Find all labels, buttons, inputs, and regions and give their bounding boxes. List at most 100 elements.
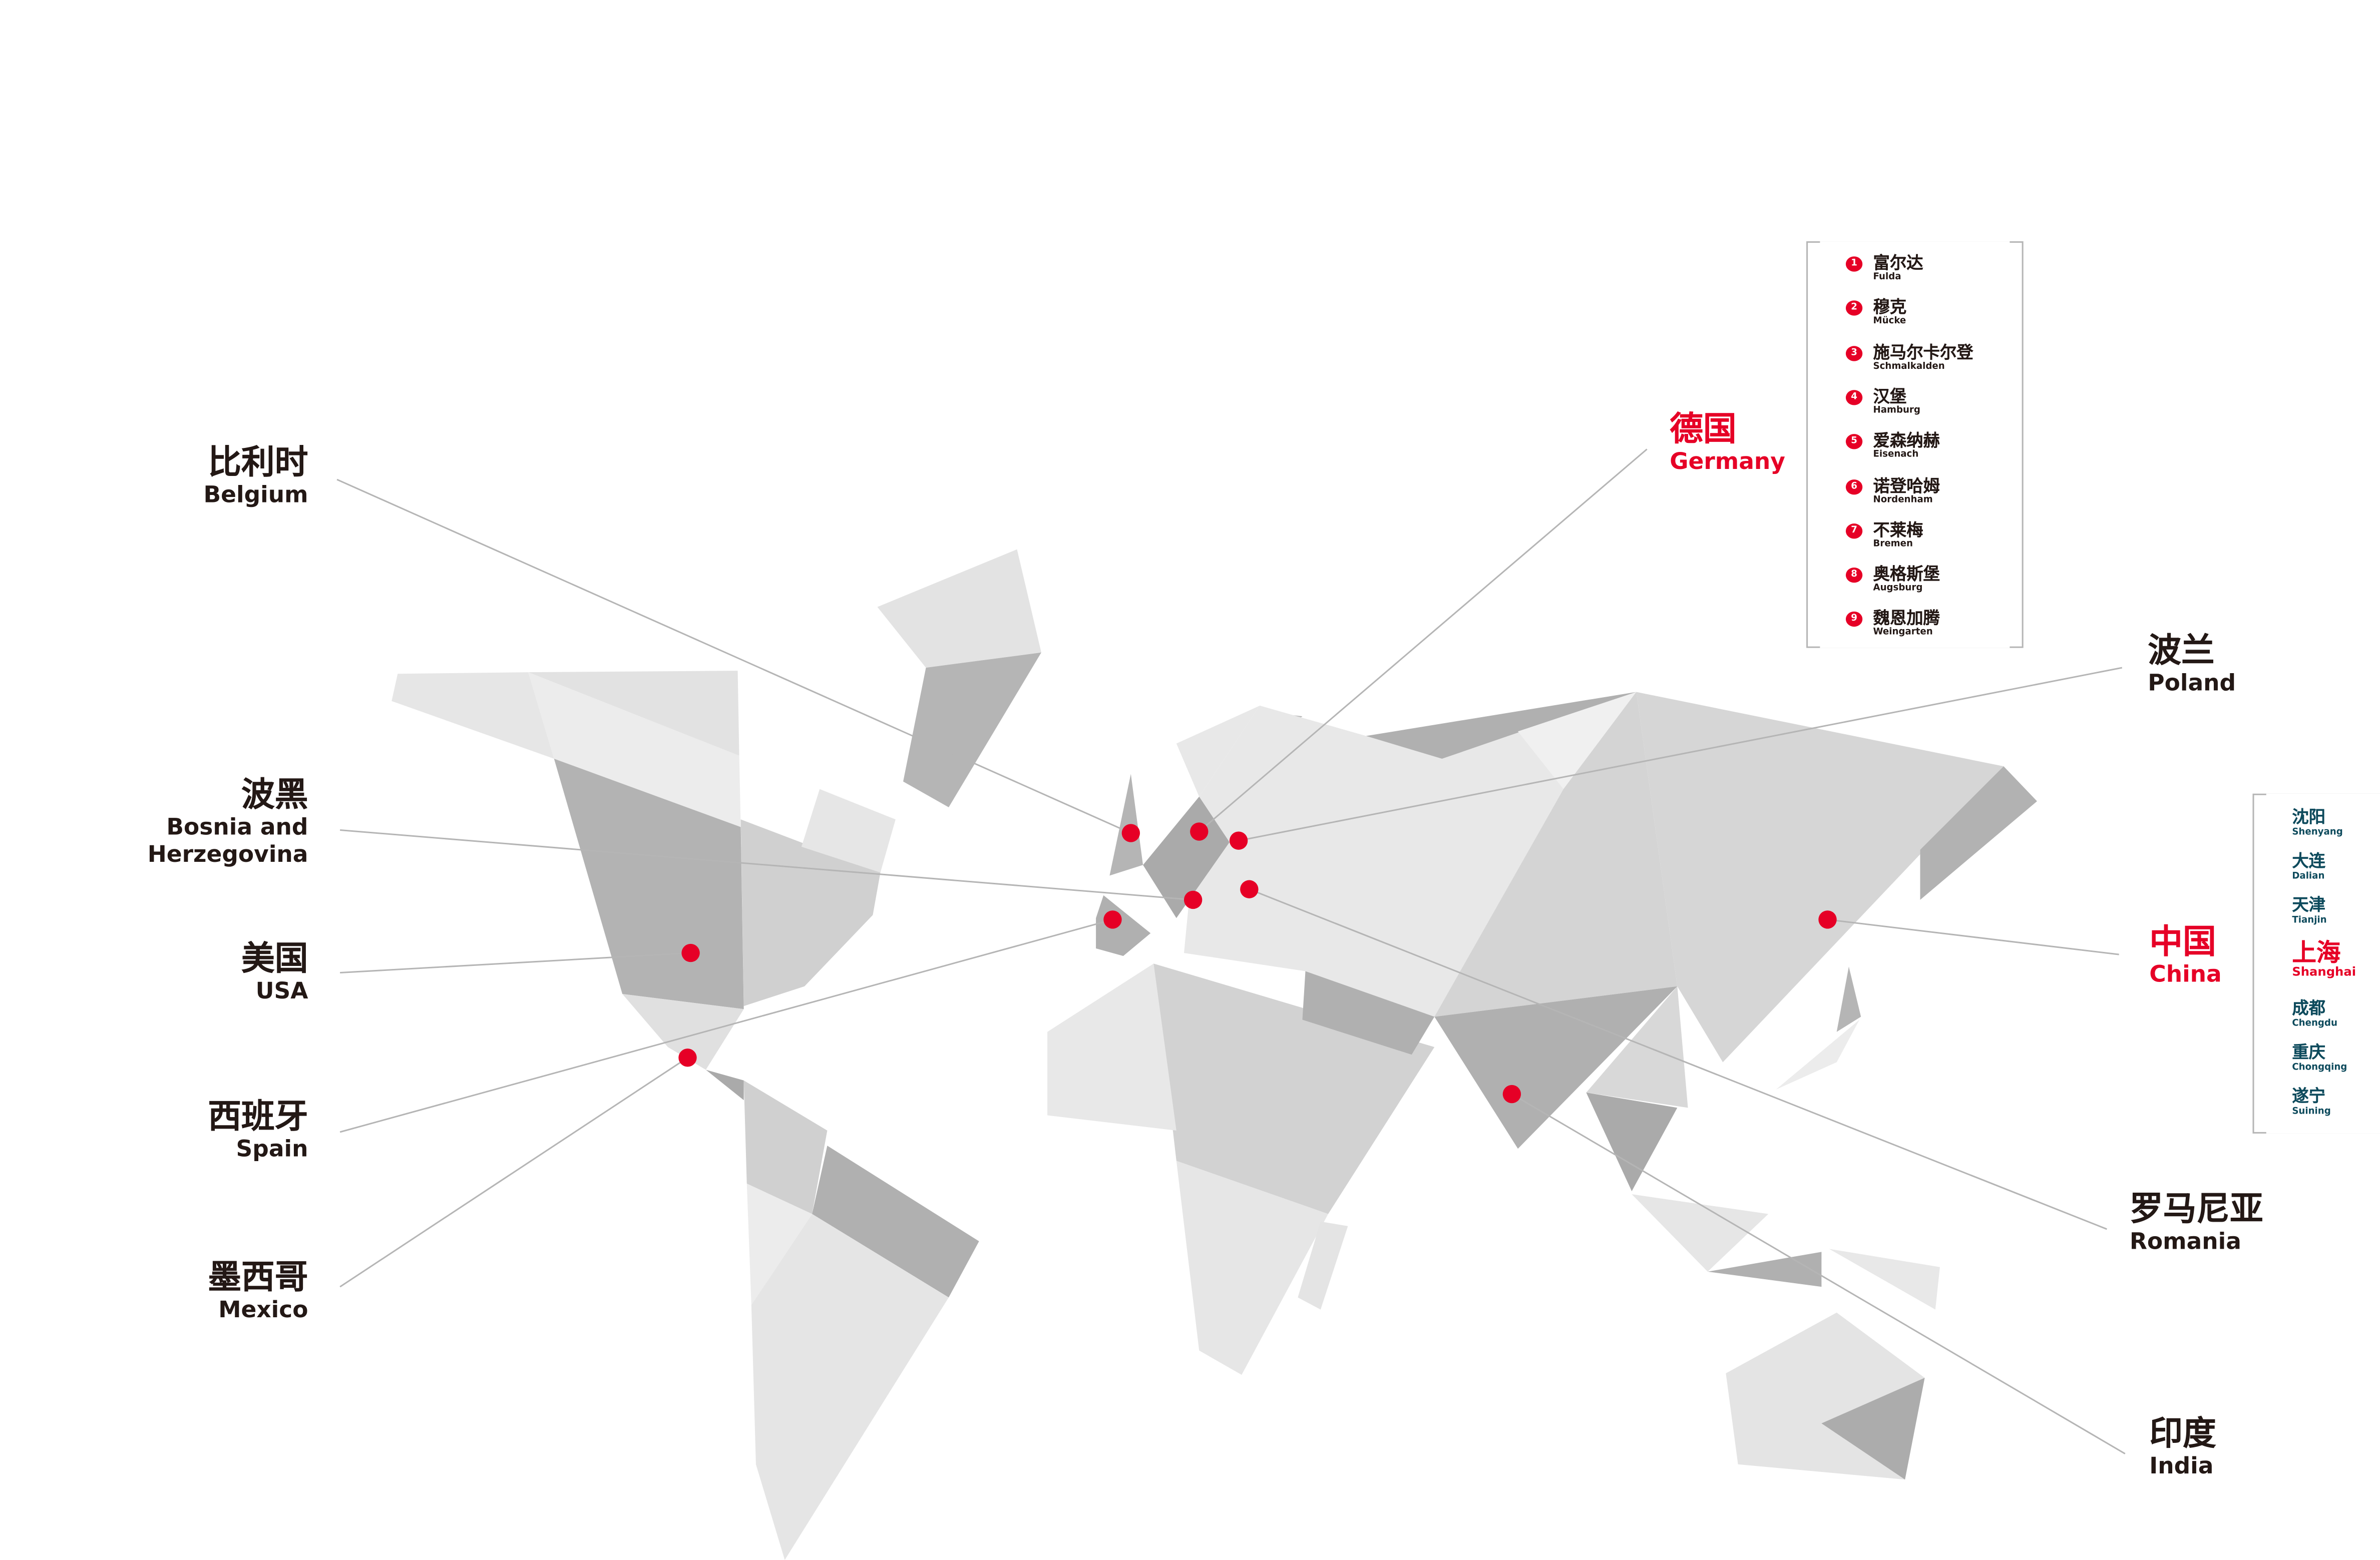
- site-cn: 上海: [2292, 937, 2341, 967]
- site-cn: 汉堡: [1873, 386, 1907, 407]
- site-number-badge: 9: [1845, 612, 1863, 628]
- marker-bosnia: [1183, 890, 1203, 909]
- country-en: Poland: [2148, 670, 2236, 697]
- site-en: Eisenach: [1873, 449, 1919, 460]
- marker-usa: [681, 943, 700, 962]
- line-bosnia: [340, 829, 1194, 901]
- site-en: Shenyang: [2292, 827, 2343, 838]
- line-belgium: [336, 478, 1131, 834]
- site-en: Mücke: [1873, 316, 1906, 327]
- country-cn: 德国: [1670, 411, 1737, 449]
- site-cn: 诺登哈姆: [1873, 475, 1940, 495]
- site-cn: 大连: [2292, 851, 2326, 871]
- site-cn: 魏恩加腾: [1873, 609, 1940, 629]
- site-cn: 施马尔卡尔登: [1873, 342, 1973, 362]
- site-en: Hamburg: [1873, 405, 1920, 416]
- site-number-badge: 2: [1845, 301, 1863, 316]
- site-cn: 重庆: [2292, 1042, 2326, 1063]
- country-en: China: [2149, 961, 2222, 988]
- site-cn: 沈阳: [2292, 807, 2326, 827]
- line-mexico: [339, 1057, 688, 1288]
- line-romania: [1249, 888, 2107, 1230]
- site-en: Dalian: [2292, 871, 2325, 882]
- site-en: Chengdu: [2292, 1018, 2337, 1029]
- site-number-badge: 3: [1845, 345, 1863, 361]
- site-cn: 成都: [2292, 998, 2326, 1018]
- site-number-badge: 6: [1845, 478, 1863, 494]
- site-en: Schmalkalden: [1873, 360, 1945, 371]
- site-cn: 富尔达: [1873, 253, 1923, 273]
- country-en: Romania: [2129, 1228, 2241, 1256]
- country-cn: 墨西哥: [208, 1259, 308, 1298]
- site-en: Suining: [2292, 1106, 2331, 1117]
- country-en: Mexico: [218, 1296, 308, 1324]
- line-poland: [1238, 667, 2123, 842]
- line-spain: [339, 918, 1113, 1133]
- site-en: Augsburg: [1873, 583, 1923, 594]
- marker-mexico: [678, 1049, 697, 1067]
- country-cn: 中国: [2149, 924, 2216, 962]
- leader-lines: [336, 448, 2126, 1454]
- country-cn: 波黑: [241, 777, 308, 815]
- location-markers: [678, 822, 1837, 1104]
- site-cn: 天津: [2292, 895, 2326, 915]
- country-en-2: Herzegovina: [147, 840, 308, 867]
- line-germany: [1199, 448, 1648, 832]
- site-en: Weingarten: [1873, 627, 1933, 638]
- china-sites-bracket: [2252, 793, 2380, 1134]
- marker-belgium: [1121, 824, 1140, 842]
- marker-spain: [1103, 910, 1122, 929]
- country-cn: 比利时: [208, 444, 308, 483]
- site-number-badge: 5: [1845, 434, 1863, 450]
- site-en: Fulda: [1873, 271, 1901, 282]
- country-cn: 西班牙: [208, 1099, 308, 1137]
- site-number-badge: 4: [1845, 389, 1863, 405]
- marker-india: [1502, 1085, 1521, 1104]
- country-cn: 波兰: [2148, 633, 2215, 671]
- continents: [391, 549, 2037, 1560]
- marker-germany: [1190, 822, 1209, 841]
- country-en: Bosnia and: [166, 814, 308, 841]
- site-number-badge: 8: [1845, 568, 1863, 583]
- country-en: Spain: [236, 1135, 308, 1163]
- line-india: [1511, 1093, 2126, 1454]
- country-en: USA: [255, 977, 308, 1005]
- site-cn: 奥格斯堡: [1873, 565, 1940, 585]
- marker-romania: [1240, 880, 1259, 898]
- country-cn: 罗马尼亚: [2129, 1191, 2263, 1229]
- country-cn: 印度: [2149, 1415, 2216, 1454]
- site-en: Nordenham: [1873, 493, 1933, 505]
- line-usa: [340, 952, 691, 974]
- country-cn: 美国: [241, 940, 308, 979]
- marker-china: [1818, 910, 1837, 929]
- site-en: Bremen: [1873, 538, 1913, 549]
- marker-poland: [1229, 831, 1248, 850]
- site-en: Shanghai: [2292, 965, 2356, 979]
- site-number-badge: 1: [1845, 256, 1863, 272]
- site-number-badge: 7: [1845, 523, 1863, 539]
- line-china: [1827, 918, 2119, 955]
- site-en: Chongqing: [2292, 1062, 2347, 1073]
